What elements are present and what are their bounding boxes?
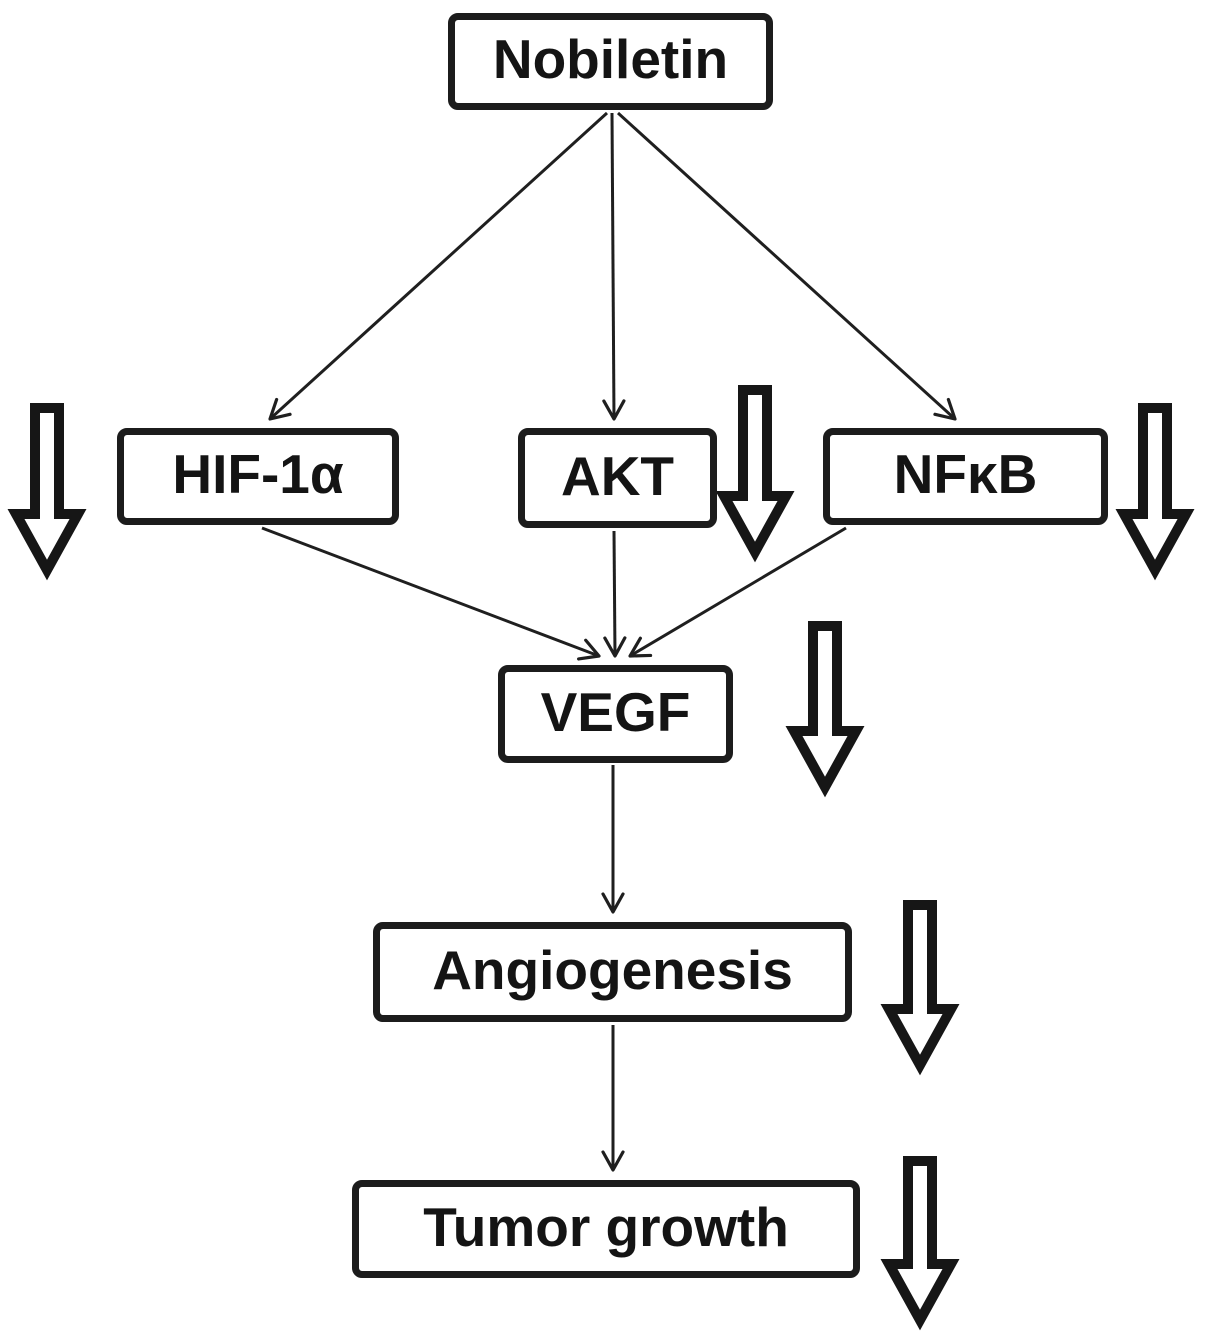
- edge-hif1a-vegf: [261, 526, 601, 661]
- down-arrow-angiogenesis: [880, 900, 960, 1076]
- node-vegf-label: VEGF: [540, 680, 691, 743]
- edge-nobiletin-nfkb: [616, 111, 957, 421]
- down-arrow-akt: [715, 385, 795, 563]
- down-arrow-tumor-growth: [880, 1156, 960, 1331]
- node-nobiletin: Nobiletin: [448, 13, 773, 110]
- edge-nobiletin-akt: [602, 112, 626, 421]
- down-arrow-nfkb: [1115, 403, 1195, 581]
- edge-nobiletin-hif1a: [268, 111, 609, 421]
- node-nfkb-label: NFκB: [893, 443, 1038, 505]
- node-hif1a: HIF-1α: [117, 428, 399, 525]
- node-akt: AKT: [518, 428, 717, 528]
- down-arrow-hif1a: [7, 403, 87, 581]
- node-hif1a-label: HIF-1α: [172, 443, 344, 505]
- node-vegf: VEGF: [498, 665, 733, 763]
- node-tumor-growth: Tumor growth: [352, 1180, 860, 1278]
- down-arrow-vegf: [785, 621, 865, 798]
- node-angiogenesis: Angiogenesis: [373, 922, 852, 1022]
- node-tumor-growth-label: Tumor growth: [423, 1195, 789, 1258]
- node-nfkb: NFκB: [823, 428, 1108, 525]
- edge-akt-vegf: [603, 530, 627, 658]
- edge-nfkb-vegf: [628, 526, 847, 658]
- node-akt-label: AKT: [560, 444, 675, 507]
- node-angiogenesis-label: Angiogenesis: [432, 938, 793, 1001]
- node-nobiletin-label: Nobiletin: [492, 28, 729, 90]
